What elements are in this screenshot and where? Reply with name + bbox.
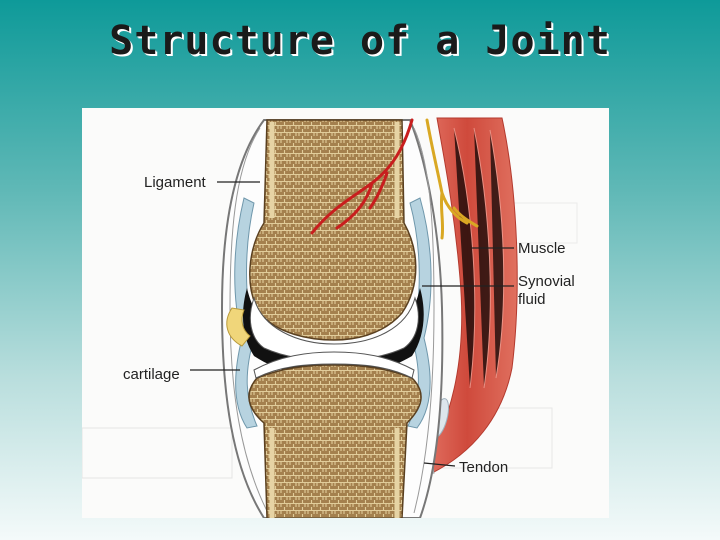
capsule-inner-line-right: [413, 127, 435, 514]
capsule-inner-line: [229, 127, 269, 514]
label-cartilage: cartilage: [123, 366, 180, 383]
artery: [310, 118, 414, 235]
label-tendon: Tendon: [459, 459, 509, 476]
fat-pad: [226, 307, 251, 347]
muscle-fibers: [453, 127, 505, 389]
leader-lines: [190, 181, 514, 467]
nerve: [425, 118, 479, 240]
label-ligament: Ligament: [144, 174, 206, 191]
lower-cartilage: [253, 351, 415, 379]
upper-bone: [249, 119, 417, 341]
joint-illustration: [82, 117, 578, 518]
label-synovial-fluid-line2: fluid: [518, 291, 546, 308]
slide-title: Structure of a Joint: [109, 18, 611, 64]
upper-cartilage: [249, 296, 419, 361]
label-muscle: Muscle: [518, 240, 566, 257]
label-synovial-fluid-line1: Synovial: [518, 273, 575, 290]
joint-diagram: Ligament Muscle Synovial fluid cartilage…: [82, 108, 609, 518]
upper-bone-cortex: [269, 122, 400, 218]
lower-bone-cortex: [269, 428, 400, 518]
